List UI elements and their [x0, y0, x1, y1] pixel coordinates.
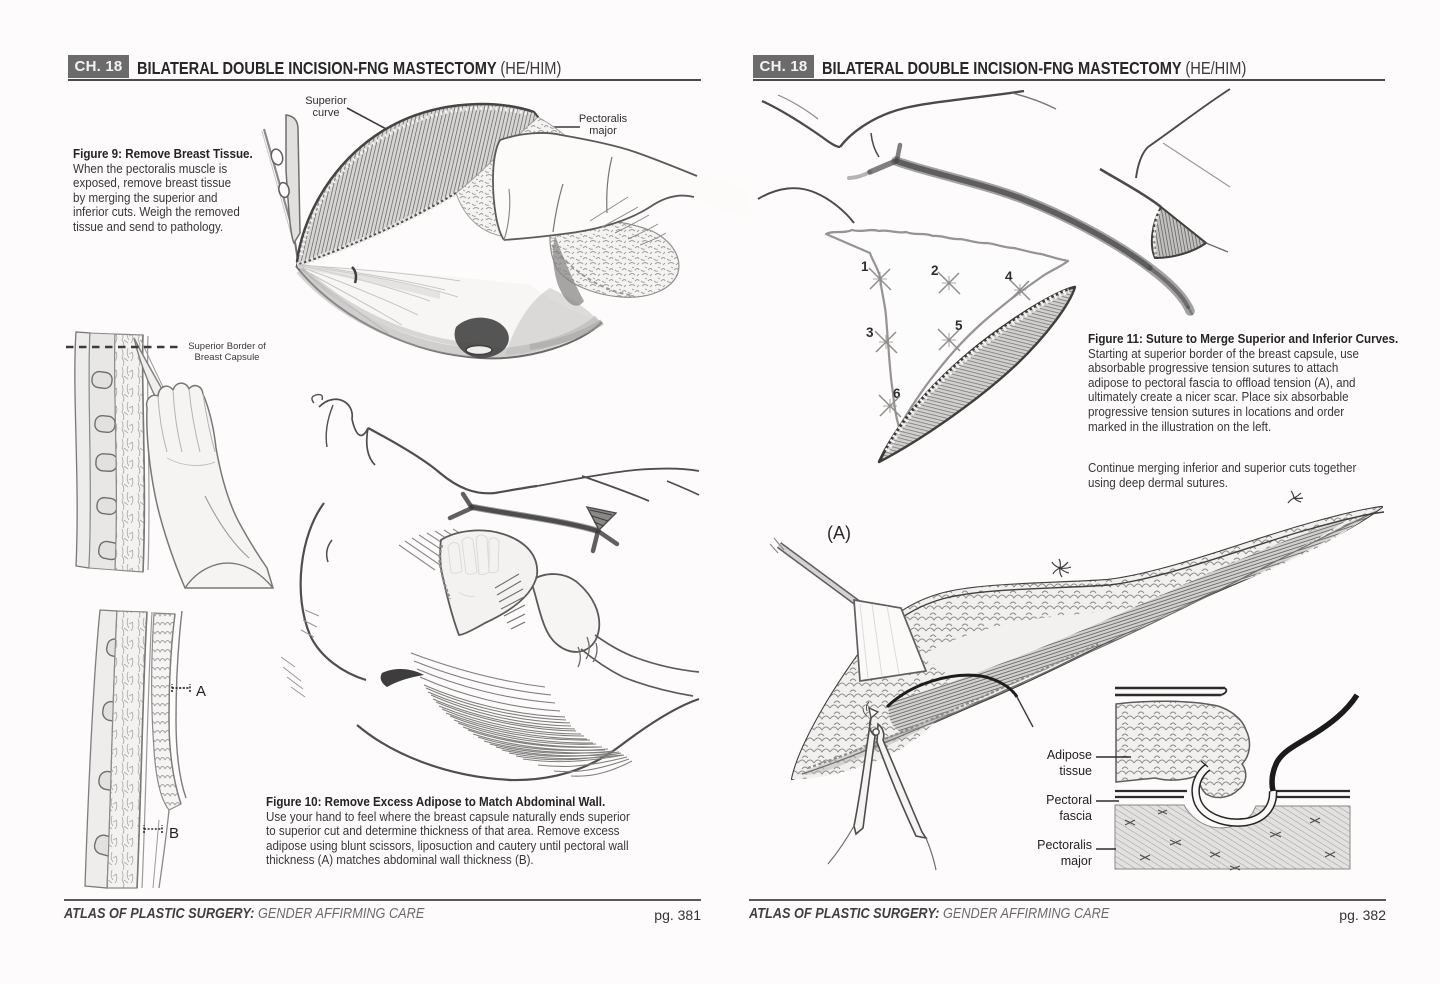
svg-text:2: 2 — [931, 263, 939, 278]
svg-text:4: 4 — [1005, 269, 1013, 284]
svg-text:3: 3 — [866, 325, 874, 340]
svg-text:5: 5 — [955, 318, 963, 333]
svg-text:6: 6 — [893, 386, 901, 401]
svg-text:1: 1 — [861, 259, 869, 274]
